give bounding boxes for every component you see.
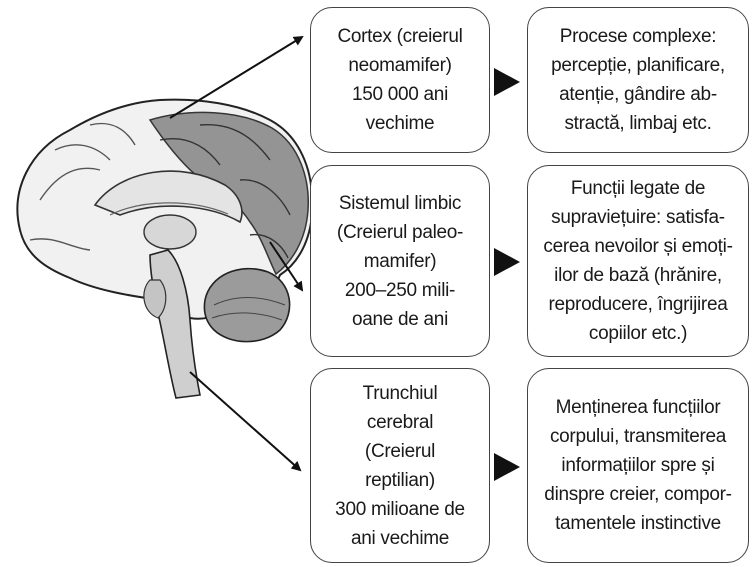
box-line: tamentele instinctive <box>555 513 721 534</box>
box-line: Funcții legate de <box>570 178 706 199</box>
box-line: mamifer) <box>363 250 437 272</box>
triangle-arrow-icon <box>494 453 520 481</box>
box-line: 150 000 ani <box>351 84 448 105</box>
arrow-icon <box>269 241 304 292</box>
box-line: atenție, gândire ab- <box>559 84 717 105</box>
limbic-system-box: Sistemul limbic (Creierul paleo- mamifer… <box>310 165 490 357</box>
triangle-arrow-icon <box>494 248 520 276</box>
cortex-box: Cortex (creierul neomamifer) 150 000 ani… <box>310 7 490 153</box>
box-line: corpului, transmiterea <box>549 426 727 447</box>
box-line: reptilian) <box>365 469 435 491</box>
complex-processes-box: Procese complexe: percepție, planificare… <box>527 7 749 153</box>
box-line: Procese complexe: <box>559 26 717 47</box>
box-line: (Creierul paleo- <box>336 221 464 243</box>
box-line: Menținerea funcțiilor <box>555 397 721 418</box>
body-functions-box: Menținerea funcțiilor corpului, transmit… <box>527 368 749 563</box>
box-line: reproducere, îngrijirea <box>548 294 728 315</box>
box-line: supraviețuire: satisfa- <box>551 207 725 228</box>
box-line: oane de ani <box>351 308 448 330</box>
box-line: vechime <box>365 113 435 134</box>
box-line: neomamifer) <box>348 55 452 76</box>
box-line: ilor de bază (hrănire, <box>554 265 722 286</box>
brainstem-box: Trunchiul cerebral (Creierul reptilian) … <box>310 368 490 563</box>
arrow-icon <box>169 35 304 119</box>
survival-functions-box: Funcții legate de supraviețuire: satisfa… <box>527 165 749 357</box>
box-line: Sistemul limbic <box>338 192 462 214</box>
triangle-arrow-icon <box>494 68 520 96</box>
box-line: (Creierul <box>364 440 436 462</box>
box-line: 200–250 mili- <box>344 279 456 301</box>
box-line: dinspre creier, compor- <box>544 484 732 505</box>
box-line: informațiilor spre și <box>561 455 715 476</box>
box-line: cerea nevoilor și emoți- <box>543 236 733 257</box>
box-line: percepție, planificare, <box>551 55 725 76</box>
box-line: copiilor etc.) <box>588 323 688 344</box>
box-line: cerebral <box>366 411 434 433</box>
arrow-icon <box>189 371 302 472</box>
box-line: ani vechime <box>350 527 450 549</box>
box-line: stractă, limbaj etc. <box>564 113 712 134</box>
box-line: 300 milioane de <box>335 498 465 520</box>
box-line: Cortex (creierul <box>337 26 463 47</box>
box-line: Trunchiul <box>362 382 438 404</box>
